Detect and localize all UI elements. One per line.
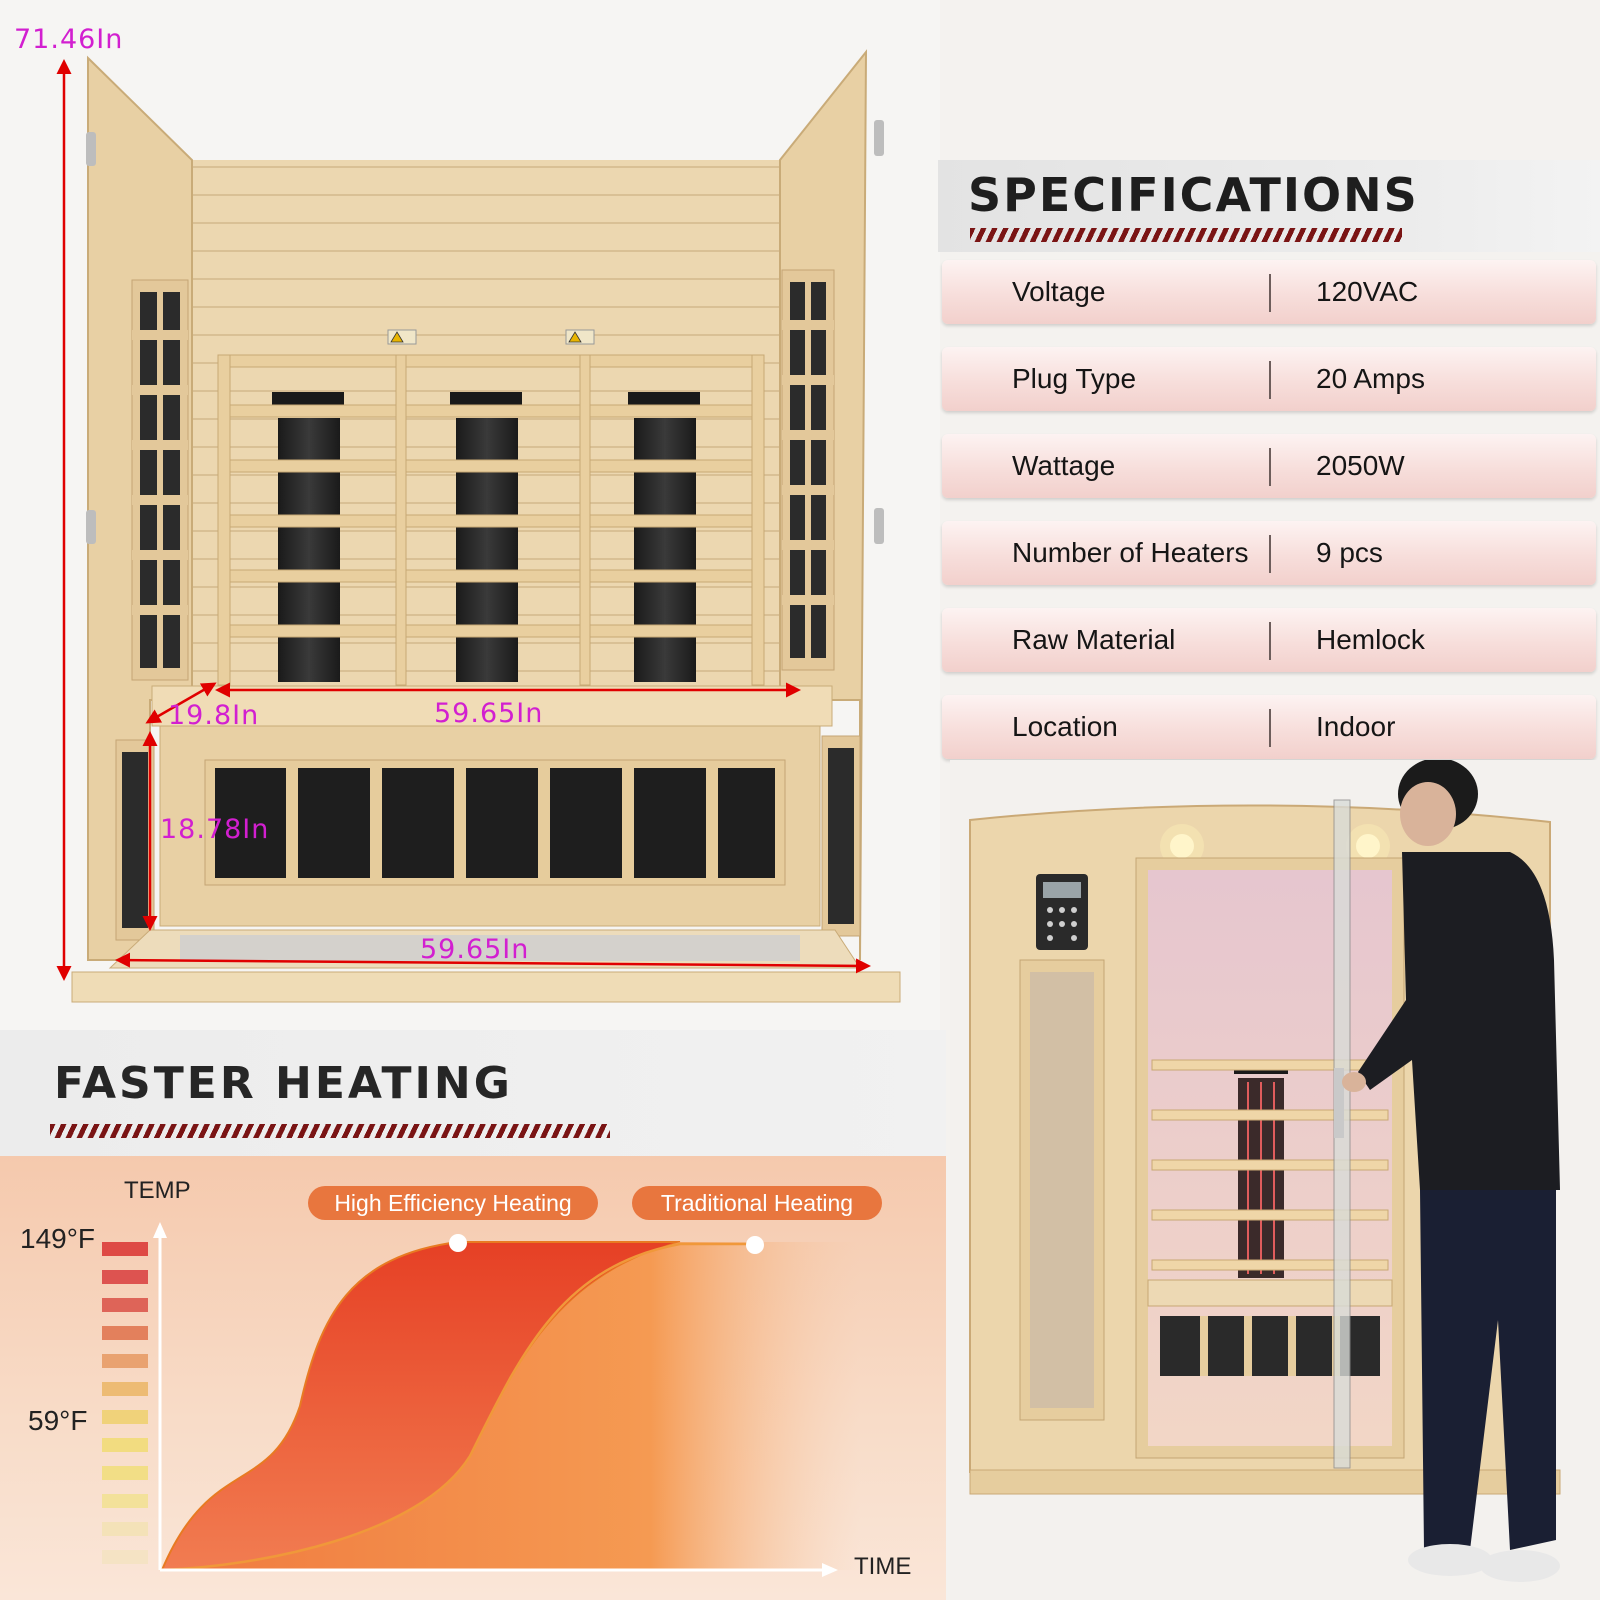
y-axis-arrow-icon (153, 1222, 167, 1238)
y-max-label: 149°F (20, 1223, 95, 1254)
person-opening-door (1342, 760, 1560, 1582)
legend-traditional-label: Traditional Heating (661, 1190, 853, 1216)
floor-width-dimension-arrow (115, 952, 871, 974)
bench-depth-dimension-label: 19.8In (168, 700, 260, 731)
legend-pill-traditional (632, 1186, 882, 1220)
temperature-swatch (102, 1326, 148, 1340)
temperature-swatch (102, 1438, 148, 1452)
spec-divider (1269, 622, 1271, 660)
temperature-swatch (102, 1382, 148, 1396)
legend-high-efficiency-label: High Efficiency Heating (334, 1190, 571, 1216)
spec-label: Wattage (1012, 450, 1116, 481)
traditional-peak-marker (746, 1236, 764, 1254)
height-dimension-label: 71.46In (14, 24, 124, 55)
spec-divider (1269, 361, 1271, 399)
heating-comparison-chart: TEMP 149°F 59°F TIME High Efficiency Hea… (20, 1177, 911, 1580)
spec-value: Indoor (1316, 711, 1396, 742)
spec-divider (1269, 448, 1271, 486)
spec-divider (1269, 274, 1271, 312)
spec-row-plug-type: Plug Type 20 Amps (942, 347, 1596, 411)
spec-label: Plug Type (1012, 363, 1137, 394)
legend-pill-high-efficiency (308, 1186, 598, 1220)
spec-value: 2050W (1316, 450, 1405, 481)
spec-row-voltage: Voltage 120VAC (942, 260, 1596, 324)
spec-label: Raw Material (1012, 624, 1176, 655)
traditional-heating-area (162, 1242, 860, 1570)
y-axis-label: TEMP (124, 1177, 191, 1204)
spec-label: Location (1012, 711, 1118, 742)
specifications-header: SPECIFICATIONS (938, 160, 1600, 252)
spec-row-number-of-heaters: Number of Heaters 9 pcs (942, 521, 1596, 585)
temperature-swatch (102, 1494, 148, 1508)
left-side-heater (131, 279, 189, 681)
back-heater-right (628, 392, 700, 682)
right-side-heater (781, 269, 835, 671)
faster-heating-header: FASTER HEATING (0, 1030, 946, 1156)
y-mid-label: 59°F (28, 1405, 87, 1436)
hinge-icon (86, 132, 96, 166)
x-axis-label: TIME (854, 1553, 911, 1580)
back-width-dimension-label: 59.65In (434, 698, 544, 729)
temperature-swatch (102, 1242, 148, 1256)
specifications-title: SPECIFICATIONS (968, 168, 1419, 222)
spec-row-wattage: Wattage 2050W (942, 434, 1596, 498)
door-handle (1334, 1068, 1344, 1138)
spec-value: 120VAC (1316, 276, 1419, 307)
title-underline-stripes (970, 228, 1402, 242)
x-axis-arrow-icon (822, 1563, 838, 1577)
spec-label: Voltage (1012, 276, 1106, 307)
temperature-swatch (102, 1522, 148, 1536)
hinge-icon (86, 510, 96, 544)
spec-value: Hemlock (1316, 624, 1425, 655)
temperature-swatch (102, 1466, 148, 1480)
temperature-swatch (102, 1410, 148, 1424)
back-heater-center (450, 392, 522, 682)
under-bench-heater (159, 725, 821, 927)
floor-width-dimension-label: 59.65In (420, 934, 530, 965)
temperature-swatch (102, 1354, 148, 1368)
temperature-swatch (102, 1270, 148, 1284)
hinge-icon (874, 508, 884, 544)
sauna-product-photo (950, 760, 1600, 1600)
ceiling-light-icon (1356, 834, 1380, 858)
spec-label: Number of Heaters (1012, 537, 1249, 568)
spec-divider (1269, 535, 1271, 573)
spec-divider (1269, 709, 1271, 747)
hinge-icon (874, 120, 884, 156)
sauna-base (71, 971, 901, 1003)
high-efficiency-peak-marker (449, 1234, 467, 1252)
ceiling-light-icon (1170, 834, 1194, 858)
faster-heating-title: FASTER HEATING (54, 1058, 513, 1109)
backrest (217, 354, 765, 686)
spec-row-raw-material: Raw Material Hemlock (942, 608, 1596, 672)
bench-depth-dimension-arrow (145, 682, 217, 724)
sauna-dimension-diagram (0, 0, 940, 1030)
traditional-heating-curve (161, 1242, 756, 1572)
interior-bench (1147, 1279, 1393, 1307)
title-underline-stripes (50, 1124, 610, 1138)
bench-height-dimension-label: 18.78In (160, 814, 270, 845)
temperature-scale (102, 1242, 148, 1564)
spec-value: 20 Amps (1316, 363, 1425, 394)
back-heater-left (272, 392, 344, 682)
temperature-swatch (102, 1298, 148, 1312)
spec-value: 9 pcs (1316, 537, 1383, 568)
spec-row-location: Location Indoor (942, 695, 1596, 759)
control-panel-display (1043, 882, 1081, 898)
temperature-swatch (102, 1550, 148, 1564)
